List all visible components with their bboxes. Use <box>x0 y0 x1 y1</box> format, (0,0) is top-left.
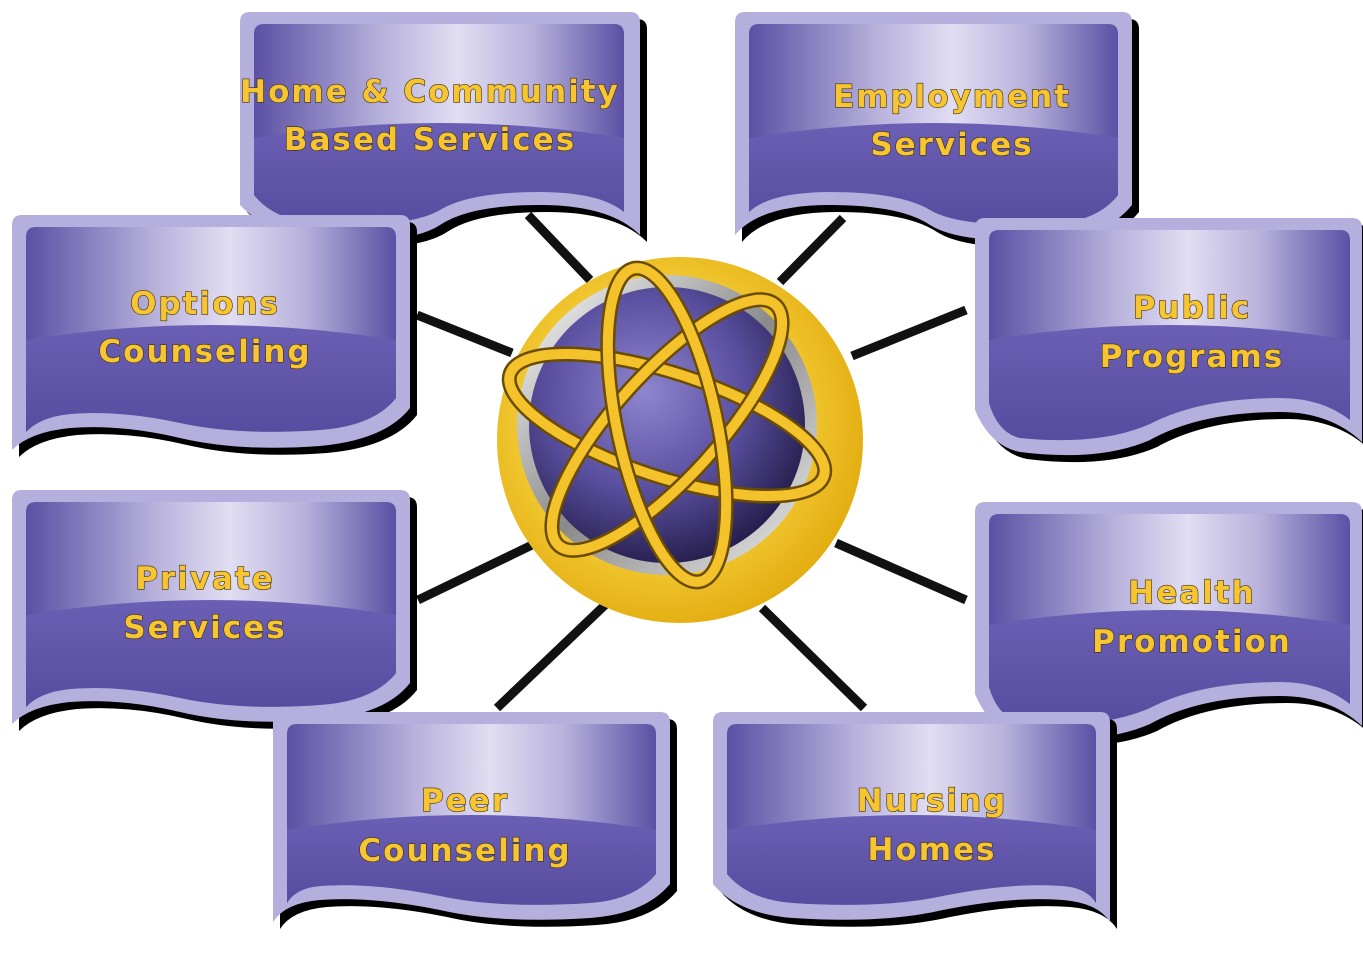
node-health-promotion-line-1: Health <box>1128 575 1255 611</box>
connector-health-promotion <box>834 538 968 605</box>
node-options-counseling-line-1: Options <box>130 286 280 322</box>
connector-options-counseling <box>415 310 514 358</box>
node-health-promotion-line-2: Promotion <box>1092 624 1292 660</box>
node-nursing-homes-line-2: Homes <box>867 832 996 868</box>
node-private-services[interactable]: Private Services <box>12 490 417 731</box>
connector-private-services <box>416 540 534 605</box>
node-public-programs-line-1: Public <box>1133 290 1252 326</box>
node-private-services-line-2: Services <box>123 610 286 646</box>
atom-icon <box>501 260 833 590</box>
node-home-community[interactable]: Home & Community Based Services <box>240 12 647 248</box>
hub-sphere <box>529 287 805 563</box>
node-employment-line-1: Employment <box>833 79 1071 115</box>
node-public-programs-line-2: Programs <box>1100 339 1284 375</box>
node-nursing-homes-line-1: Nursing <box>857 783 1008 819</box>
connector-peer-counseling <box>493 601 609 712</box>
node-options-counseling-line-2: Counseling <box>98 334 311 370</box>
connectors <box>415 211 968 712</box>
connector-employment <box>776 214 847 286</box>
connector-public-programs <box>850 305 968 361</box>
node-peer-counseling-line-2: Counseling <box>358 833 571 869</box>
connector-nursing-homes <box>758 604 868 712</box>
node-employment-line-2: Services <box>870 127 1033 163</box>
node-private-services-line-1: Private <box>135 561 275 597</box>
node-options-counseling[interactable]: Options Counseling <box>12 215 417 457</box>
node-home-community-line-2: Based Services <box>284 122 576 158</box>
hub <box>497 257 863 623</box>
node-employment[interactable]: Employment Services <box>735 12 1139 248</box>
node-home-community-line-1: Home & Community <box>240 74 620 110</box>
node-peer-counseling-line-1: Peer <box>421 783 509 819</box>
node-peer-counseling[interactable]: Peer Counseling <box>273 712 677 929</box>
node-nursing-homes[interactable]: Nursing Homes <box>713 712 1117 929</box>
node-health-promotion[interactable]: Health Promotion <box>975 502 1363 747</box>
node-public-programs[interactable]: Public Programs <box>975 218 1363 463</box>
connector-home-community <box>524 211 594 284</box>
